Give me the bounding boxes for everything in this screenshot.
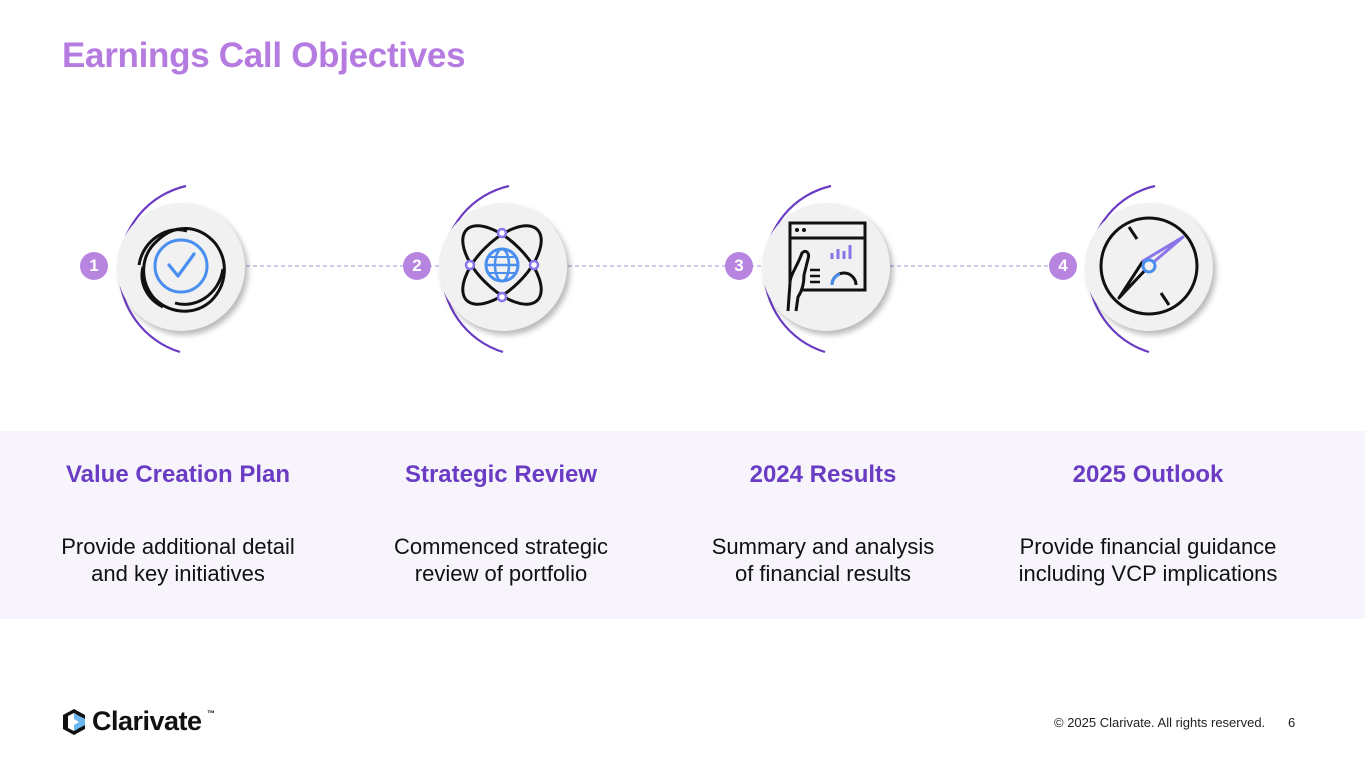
objective-description: Summary and analysis of financial result…: [663, 533, 983, 587]
checkmark-badge-icon: [137, 227, 226, 313]
objective-heading: 2025 Outlook: [1072, 461, 1224, 488]
step-3: 3: [725, 180, 905, 360]
copyright-notice: © 2025 Clarivate. All rights reserved.: [1054, 715, 1266, 730]
objectives-band: Value Creation Plan Provide additional d…: [0, 431, 1365, 619]
icon-disc: [1085, 203, 1213, 331]
compass-icon: [1099, 216, 1199, 316]
step-number-badge: 4: [1049, 252, 1077, 280]
icon-disc: [117, 203, 245, 331]
objective-description-line: Provide financial guidance: [1019, 534, 1277, 559]
objective-description-line: Summary and analysis: [711, 534, 935, 559]
objective-description-line: and key initiatives: [91, 561, 265, 586]
objective-description: Commenced strategic review of portfolio: [341, 533, 661, 587]
step-number-badge: 1: [80, 252, 108, 280]
page-number: 6: [1288, 715, 1296, 730]
objective-heading: Strategic Review: [404, 461, 598, 488]
icon-disc: [439, 203, 567, 331]
clarivate-logo: Clarivate ™: [62, 706, 232, 738]
objective-description-line: Provide additional detail: [61, 534, 295, 559]
dashboard-screen-icon: [786, 221, 867, 312]
objective-description-line: of financial results: [734, 561, 912, 586]
objective-description: Provide additional detail and key initia…: [18, 533, 338, 587]
icon-disc: [762, 203, 890, 331]
objective-description: Provide financial guidance including VCP…: [988, 533, 1308, 587]
objective-description-line: review of portfolio: [414, 561, 588, 586]
objective-heading: Value Creation Plan: [65, 461, 291, 488]
brand-name: Clarivate: [92, 706, 202, 736]
step-number-badge: 2: [403, 252, 431, 280]
step-2: 2: [403, 180, 583, 360]
step-1: 1: [80, 180, 260, 360]
atom-globe-icon: [461, 224, 543, 306]
objective-heading: 2024 Results: [749, 461, 897, 488]
step-number-badge: 3: [725, 252, 753, 280]
step-4: 4: [1049, 180, 1229, 360]
clarivate-logo-mark-icon: [63, 709, 85, 735]
objective-description-line: including VCP implications: [1018, 561, 1278, 586]
page-title: Earnings Call Objectives: [62, 36, 466, 75]
objective-description-line: Commenced strategic: [394, 534, 608, 559]
trademark: ™: [207, 709, 215, 718]
